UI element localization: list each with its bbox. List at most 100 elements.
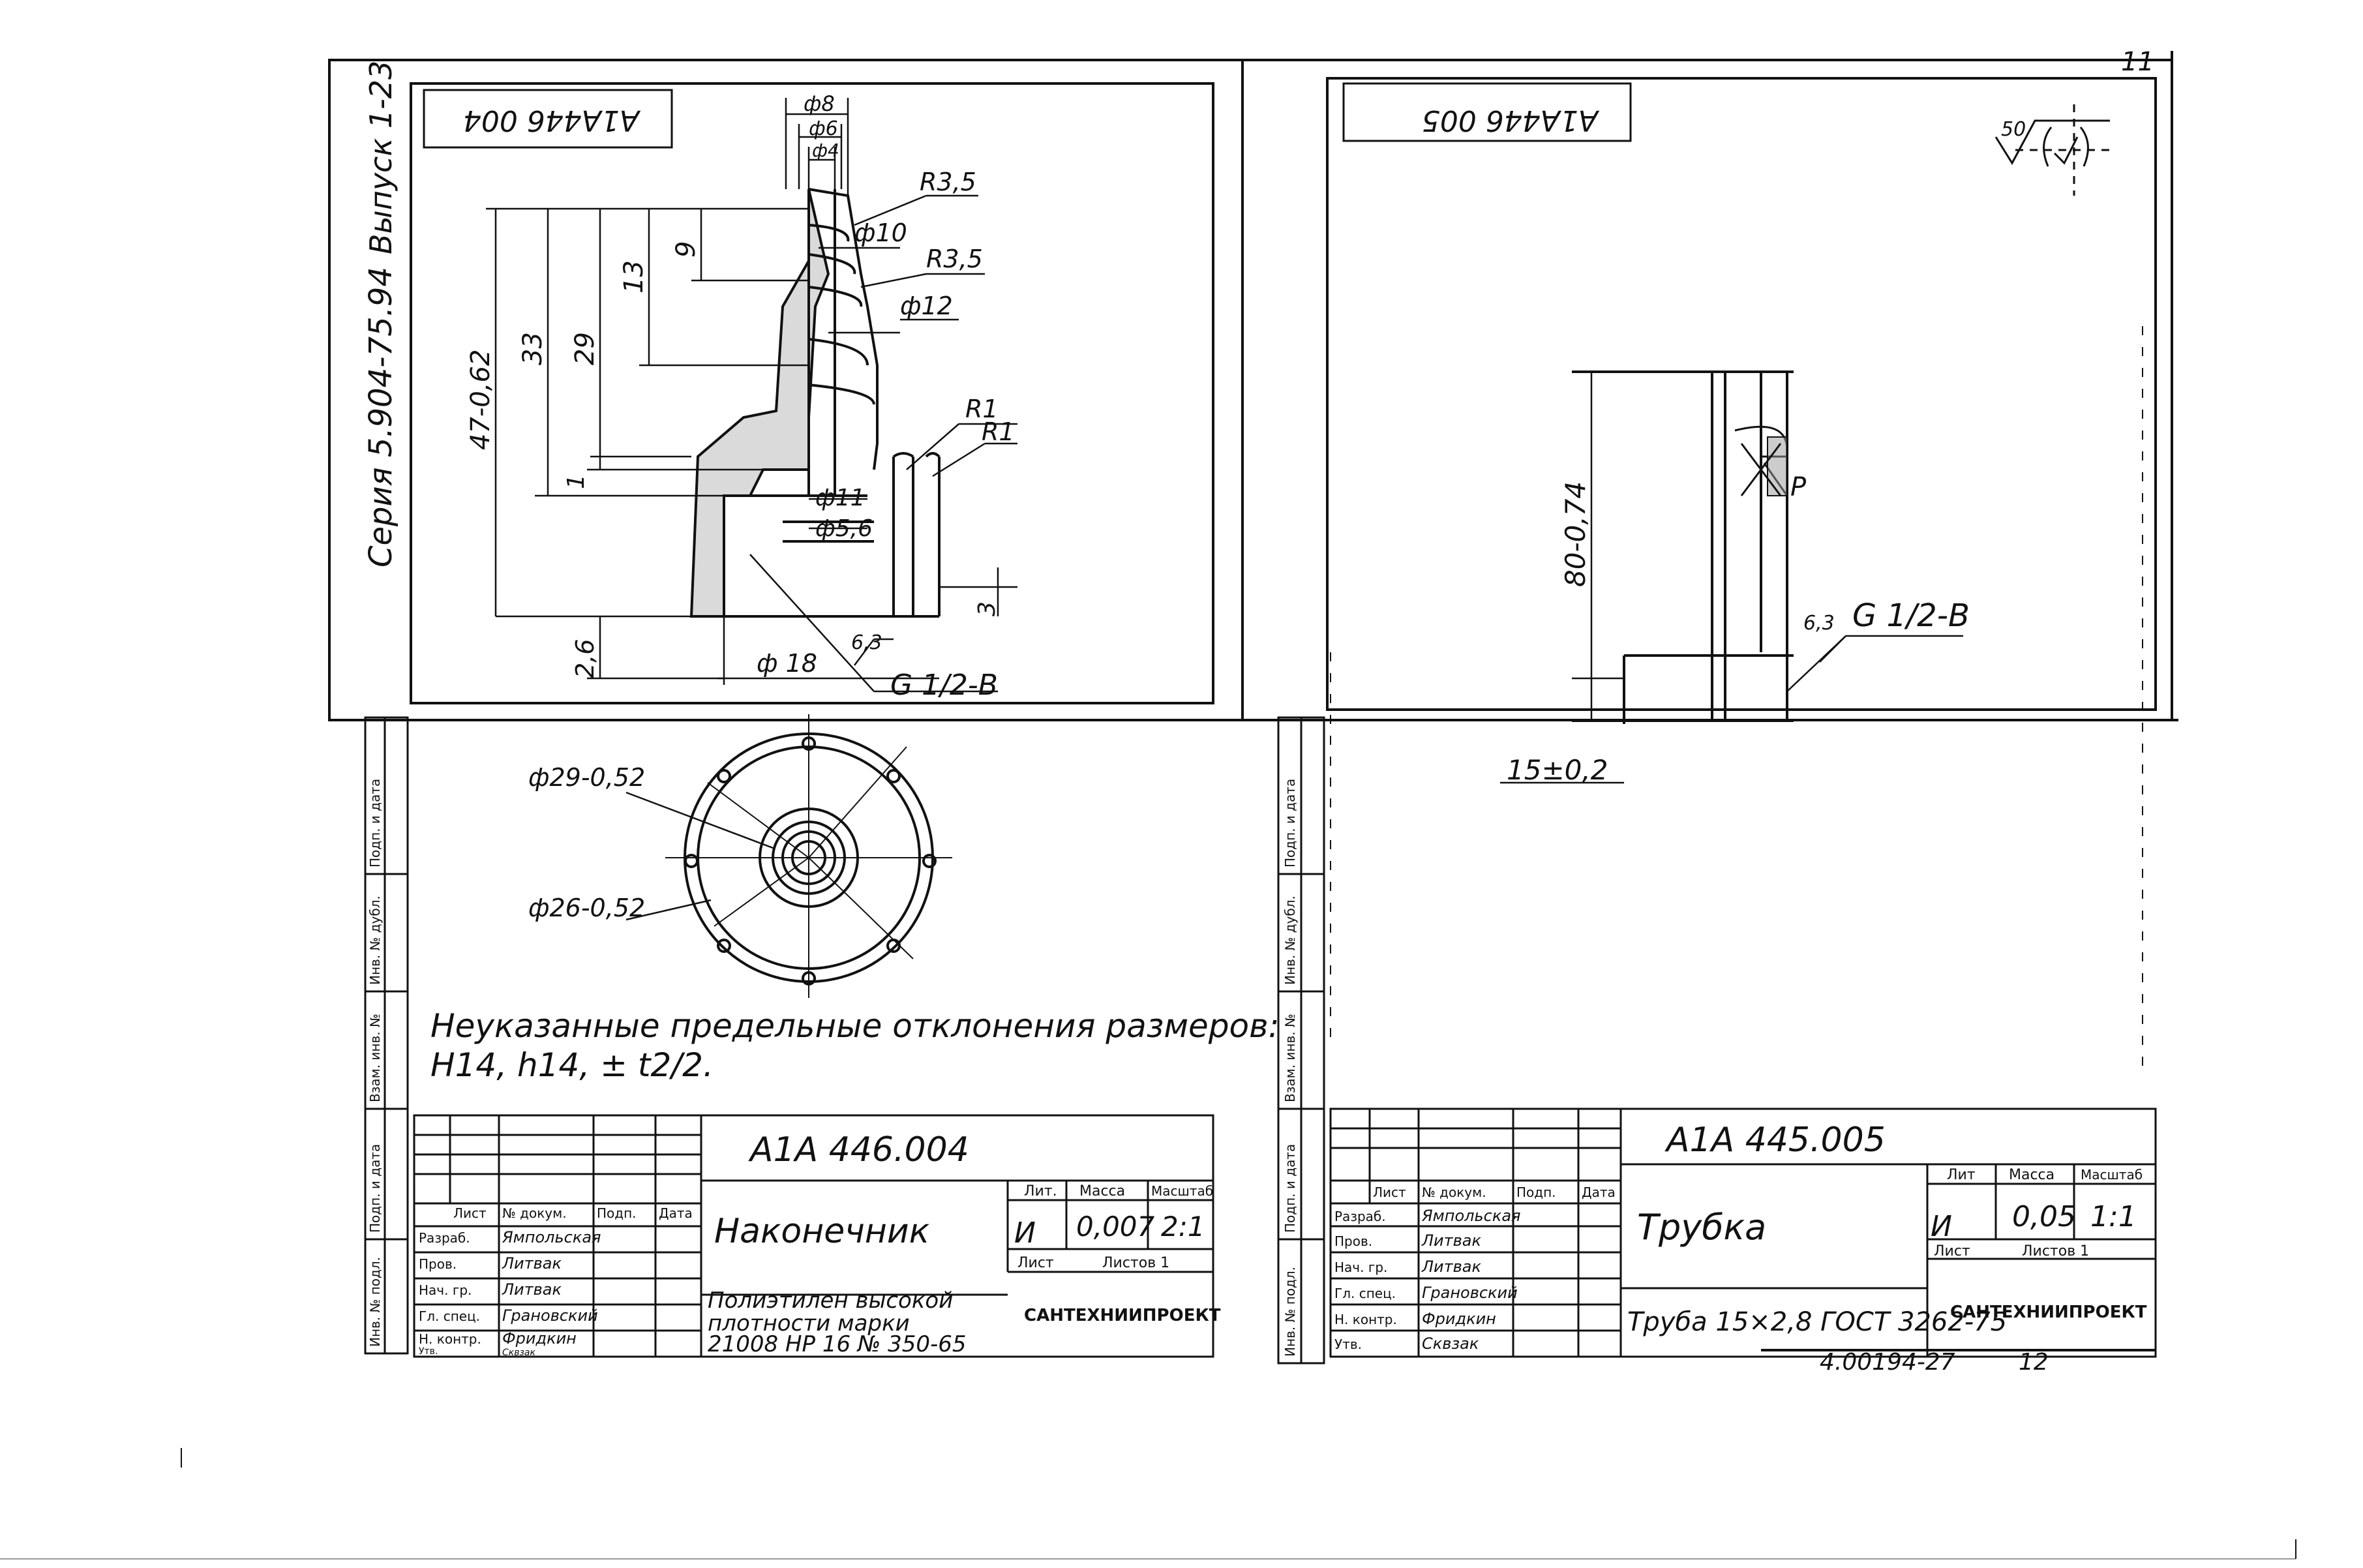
right-side-label-1: Подп. и дата [1282,779,1298,867]
dim-d56: ф5,6 [815,515,873,542]
left-name-3: Литвак [502,1280,562,1299]
right-sheet-label: Лист [1934,1243,1970,1259]
dim-d11: ф11 [815,485,865,511]
left-lit-value: И [1014,1216,1036,1250]
left-material-2: плотности марки [708,1310,910,1336]
right-part-name: Трубка [1637,1207,1766,1248]
footer-code: 4.00194-27 [1820,1349,1955,1376]
right-dim-thread: G 1/2-B [1852,597,1970,634]
right-role-2: Пров. [1334,1233,1372,1249]
right-role-3: Нач. гр. [1334,1259,1387,1275]
note-line-2: Н14, h14, ± t2/2. [430,1046,714,1084]
right-names: Ямпольская Литвак Литвак Грановский Фрид… [1421,1207,1520,1353]
left-role-2: Пров. [419,1256,457,1272]
left-roles: Разраб. Пров. Нач. гр. Гл. спец. Н. конт… [419,1230,481,1357]
left-org: САНТЕХНИИПРОЕКТ [1024,1306,1221,1325]
dim-1: 1 [563,474,590,489]
right-mirror-code: А1А446 005 [1422,104,1600,137]
right-role-6: Утв. [1334,1336,1362,1352]
pipe-view [1572,370,1794,724]
left-role-1: Разраб. [419,1230,470,1246]
left-material-3: 21008 НР 16 № 350-65 [708,1331,967,1357]
right-col-doc: № докум. [1422,1184,1486,1200]
left-side-label-4: Подп. и дата [367,1144,383,1233]
nozzle-section [689,188,941,618]
left-side-label-2: Инв. № дубл. [367,896,383,985]
scan-artifacts [0,1448,2296,1560]
issue-label: Выпуск 1-23 [363,61,399,254]
right-material: Труба 15×2,8 ГОСТ 3262-75 [1627,1307,2007,1337]
dim-d6: ф6 [809,117,838,140]
left-name-5: Фридкин [502,1329,577,1348]
dim-26: 2,6 [571,639,599,678]
left-role-3: Нач. гр. [419,1282,472,1298]
right-role-5: Н. контр. [1334,1312,1397,1327]
left-name-6: Сквзак [502,1348,536,1358]
left-side-label-5: Инв. № подл. [367,1257,383,1347]
left-name-1: Ямпольская [502,1228,601,1246]
right-mass-value: 0,05 [2012,1200,2076,1233]
right-org: САНТЕХНИИПРОЕКТ [1950,1303,2147,1322]
left-material-1: Полиэтилен высокой [708,1288,953,1314]
left-mass-value: 0,007 [1076,1211,1155,1243]
dim-r1-b: R1 [982,417,1015,446]
left-title-code: А1А 446.004 [748,1130,969,1169]
left-side-label-1: Подп. и дата [367,779,383,867]
left-sheet: А1А446 004 Серия 5.904-75.94 Выпуск 1-23 [363,61,1279,1358]
dim-d4: ф4 [812,140,839,161]
left-role-5: Н. контр. [419,1331,481,1347]
left-dimension-lines [486,98,1017,693]
left-role-4: Гл. спец. [419,1308,480,1324]
right-col-sheet: Лист [1373,1184,1406,1200]
left-title-block [413,1114,1214,1358]
dim-d18: ф 18 [757,649,817,678]
left-scale-value: 2:1 [1161,1211,1205,1243]
dim-9: 9 [671,241,701,258]
right-cut-mark: Р [1790,472,1807,502]
left-name-2: Литвак [502,1254,562,1273]
roughness-value: 50 [2001,118,2026,141]
right-sheets-label: Листов 1 [2022,1243,2089,1259]
sheet-frames [328,51,2178,721]
dim-d26: ф26-0,52 [528,894,645,922]
right-scale-value: 1:1 [2090,1200,2137,1233]
right-scale-label: Масштаб [2081,1167,2143,1183]
left-col-doc: № докум. [502,1205,567,1221]
right-side-label-4: Подп. и дата [1282,1144,1298,1233]
dim-d12: ф12 [900,292,953,320]
left-col-sign: Подп. [597,1205,637,1221]
left-sheet-label: Лист [1017,1255,1054,1271]
dim-47: 47-0,62 [466,350,496,450]
left-side-label-3: Взам. инв. № [367,1014,383,1102]
left-mass-label: Масса [1079,1183,1125,1199]
left-dimension-texts: ф8 ф6 ф4 R3,5 ф10 R3,5 ф12 R1 R1 ф11 ф5,… [466,91,1015,702]
right-side-label-2: Инв. № дубл. [1282,896,1298,985]
right-side-strip [1277,716,1325,1364]
right-lit-value: И [1931,1210,1952,1243]
dim-r1-a: R1 [965,395,999,423]
series-label: Серия 5.904-75.94 [363,267,399,567]
right-mass-label: Масса [2009,1167,2054,1183]
left-names: Ямпольская Литвак Литвак Грановский Фрид… [502,1228,601,1358]
dim-29: 29 [570,332,600,365]
right-dim-15: 15±0,2 [1507,754,1608,786]
right-side-label-3: Взам. инв. № [1282,1014,1298,1102]
left-scale-label: Масштаб [1151,1183,1213,1199]
right-title-block [1329,1108,2157,1358]
right-name-5: Фридкин [1422,1310,1496,1328]
left-col-date: Дата [659,1205,693,1221]
left-part-name: Наконечник [714,1212,930,1251]
left-sheets-label: Листов 1 [1102,1255,1169,1271]
dim-3: 3 [974,601,1001,616]
right-col-sign: Подп. [1516,1184,1556,1200]
dim-d8: ф8 [804,91,835,116]
right-sheet: А1А446 005 50 [1277,82,2157,1376]
dim-r35-top: R3,5 [920,168,976,196]
left-side-strip [364,716,409,1355]
right-dashed-lines [1330,326,2143,1076]
right-name-2: Литвак [1421,1231,1481,1250]
right-name-6: Сквзак [1422,1334,1479,1353]
dim-d10: ф10 [854,219,907,247]
left-lit-label: Лит. [1024,1183,1057,1199]
